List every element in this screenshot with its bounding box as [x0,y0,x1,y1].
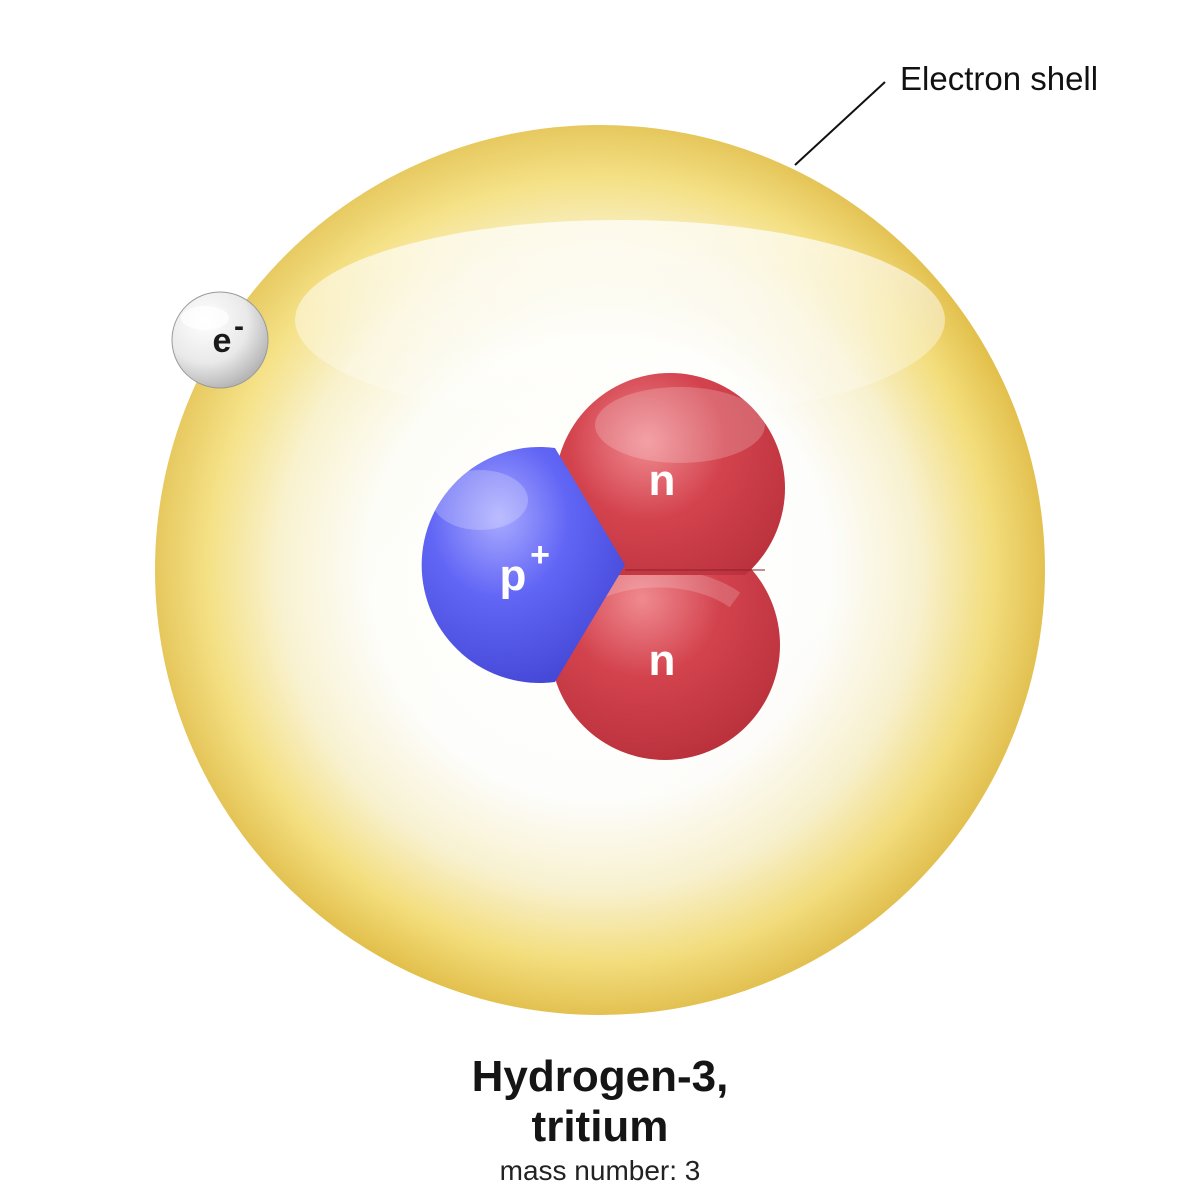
neutron-label-bottom: n [649,636,676,685]
proton-label: p [500,551,527,600]
title-line-1: Hydrogen-3, [471,1052,729,1101]
nucleus: n n p + [421,373,785,760]
neutron-top: n [555,373,785,575]
mass-number-label: mass number: 3 [499,1155,701,1186]
isotope-title: Hydrogen-3, tritium [0,1052,1200,1152]
proton: p + [421,447,625,683]
shell-highlight [295,220,945,420]
shell-leader-line [794,81,886,166]
title-line-2: tritium [531,1102,669,1151]
electron-charge: - [234,310,244,343]
electron-label: e [213,322,232,360]
electron: e - [171,291,269,389]
proton-charge: + [530,536,550,574]
electron-shell-label: Electron shell [900,60,1099,97]
neutron-label-top: n [649,456,676,505]
